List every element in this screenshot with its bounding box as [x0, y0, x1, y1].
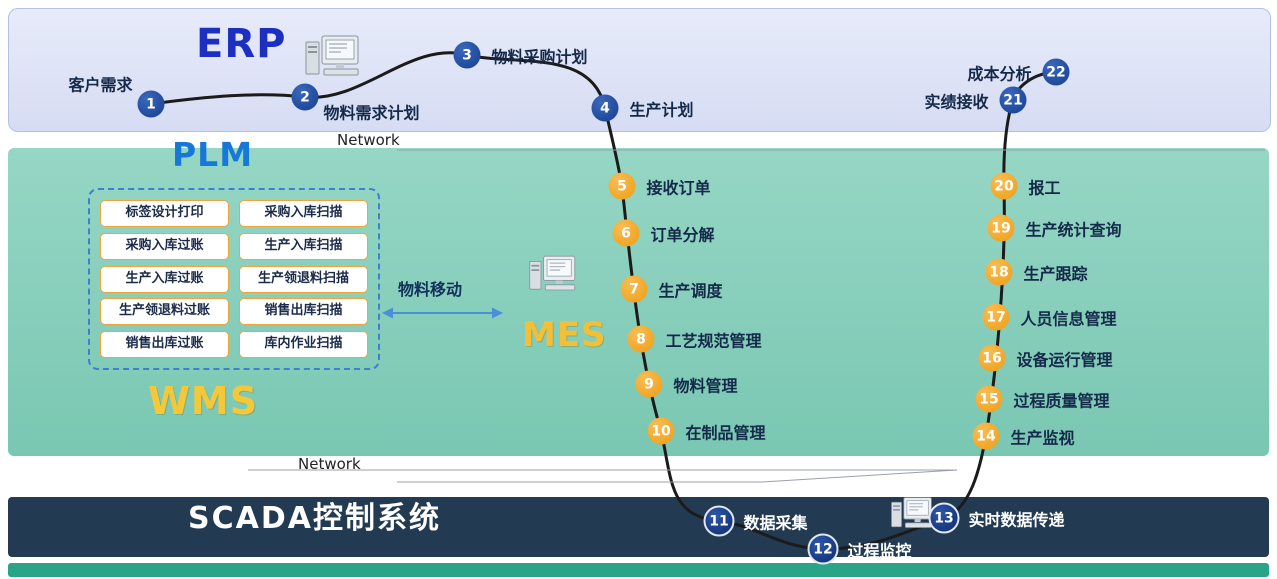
flow-node-number: 16: [982, 350, 1002, 366]
wms-item: 生产入库过账: [100, 265, 229, 293]
mes-title: MES: [522, 315, 607, 355]
flow-node-number: 2: [300, 89, 310, 105]
flow-node-number: 10: [651, 423, 671, 439]
flow-node-4: 4 生产计划: [591, 94, 694, 122]
flow-node-number: 15: [979, 391, 999, 407]
flow-node-number: 6: [621, 225, 631, 241]
wms-panel: 标签设计打印 采购入库过账 生产入库过账 生产领退料过账 销售出库过账 采购入库…: [88, 188, 380, 370]
wms-title: WMS: [148, 379, 259, 423]
wms-column-right: 采购入库扫描 生产入库扫描 生产领退料扫描 销售出库扫描 库内作业扫描: [239, 200, 368, 358]
flow-node-number: 1: [146, 96, 156, 112]
flow-node-number: 4: [600, 100, 610, 116]
network-label-bottom: Network: [298, 455, 361, 473]
flow-node-9: 9 物料管理: [635, 370, 738, 398]
flow-node-number: 13: [934, 510, 954, 526]
flow-node-5: 5 接收订单: [608, 172, 711, 200]
flow-node-12: 12 过程监控: [807, 533, 912, 565]
wms-item: 生产领退料过账: [100, 298, 229, 326]
flow-node-18: 18 生产跟踪: [985, 258, 1088, 286]
flow-node-6: 6 订单分解: [612, 219, 715, 247]
computer-icon-erp: [304, 34, 364, 86]
erp-title: ERP: [196, 21, 287, 67]
flow-node-number: 8: [636, 331, 646, 347]
wms-column-left: 标签设计打印 采购入库过账 生产入库过账 生产领退料过账 销售出库过账: [100, 200, 229, 358]
flow-node-14: 14 生产监视: [972, 422, 1075, 450]
flow-node-label: 成本分析: [967, 64, 1032, 83]
bottom-strip: [8, 563, 1269, 577]
flow-node-label: 生产调度: [658, 281, 723, 300]
flow-node-number: 21: [1003, 92, 1023, 108]
flow-node-label: 实时数据传递: [968, 510, 1065, 529]
flow-node-label: 在制品管理: [685, 423, 766, 442]
flow-node-number: 7: [629, 281, 639, 297]
flow-node-label: 过程质量管理: [1013, 391, 1110, 410]
flow-node-2: 2 物料需求计划: [291, 83, 420, 123]
flow-node-label: 实绩接收: [924, 92, 989, 111]
flow-node-label: 报工: [1028, 178, 1061, 197]
flow-node-number: 22: [1046, 64, 1066, 80]
wms-item: 销售出库过账: [100, 331, 229, 358]
flow-node-label: 物料需求计划: [323, 103, 420, 123]
flow-node-22: 22 成本分析: [967, 58, 1070, 86]
flow-node-number: 12: [813, 541, 833, 557]
flow-node-number: 17: [986, 309, 1006, 325]
flow-node-label: 工艺规范管理: [665, 331, 762, 350]
flow-node-label: 设备运行管理: [1016, 350, 1113, 369]
flow-node-number: 9: [644, 376, 654, 392]
flow-node-number: 18: [989, 264, 1009, 280]
flow-node-3: 3 物料采购计划: [453, 41, 588, 69]
flow-node-11: 11 数据采集: [703, 505, 808, 537]
network-line-bottom-3: [761, 469, 958, 483]
flow-node-16: 16 设备运行管理: [978, 344, 1113, 372]
flow-node-8: 8 工艺规范管理: [627, 325, 762, 353]
flow-node-number: 11: [709, 513, 729, 529]
wms-item: 采购入库过账: [100, 232, 229, 260]
flow-node-19: 19 生产统计查询: [987, 214, 1122, 242]
flow-node-21: 21 实绩接收: [924, 86, 1027, 114]
flow-node-label: 生产跟踪: [1023, 264, 1088, 283]
computer-icon-mes: [528, 254, 580, 300]
material-move-label: 物料移动: [398, 280, 463, 299]
flow-node-label: 生产统计查询: [1025, 220, 1122, 239]
flow-node-label: 物料管理: [673, 376, 738, 395]
flow-node-label: 过程监控: [847, 541, 912, 560]
scada-title: SCADA控制系统: [188, 501, 441, 536]
flow-node-10: 10 在制品管理: [647, 417, 766, 445]
wms-item: 生产领退料扫描: [239, 265, 368, 293]
flow-node-17: 17 人员信息管理: [982, 303, 1117, 331]
wms-item: 标签设计打印: [100, 200, 229, 227]
flow-node-label: 订单分解: [650, 225, 715, 244]
network-label-top: Network: [337, 131, 400, 149]
flow-node-number: 20: [994, 178, 1014, 194]
flow-node-15: 15 过程质量管理: [975, 385, 1110, 413]
wms-item: 采购入库扫描: [239, 200, 368, 227]
flow-node-label: 生产监视: [1010, 428, 1075, 447]
flow-node-20: 20 报工: [990, 172, 1061, 200]
flow-node-1: 1 客户需求: [68, 76, 165, 118]
flow-node-13: 13 实时数据传递: [928, 502, 1065, 534]
flow-node-label: 人员信息管理: [1020, 309, 1117, 328]
wms-item: 库内作业扫描: [239, 331, 368, 358]
plm-title: PLM: [172, 135, 254, 174]
flow-node-label: 数据采集: [743, 513, 808, 532]
flow-node-number: 14: [976, 428, 996, 444]
flow-node-label: 物料采购计划: [491, 47, 588, 66]
wms-item: 销售出库扫描: [239, 298, 368, 326]
flow-node-label: 客户需求: [68, 75, 133, 95]
flow-node-number: 3: [462, 47, 472, 63]
flow-node-number: 19: [991, 220, 1011, 236]
flow-node-label: 生产计划: [629, 100, 694, 119]
flow-node-label: 接收订单: [646, 178, 711, 197]
flow-node-number: 5: [617, 178, 627, 194]
wms-item: 生产入库扫描: [239, 232, 368, 260]
flow-node-7: 7 生产调度: [620, 275, 723, 303]
